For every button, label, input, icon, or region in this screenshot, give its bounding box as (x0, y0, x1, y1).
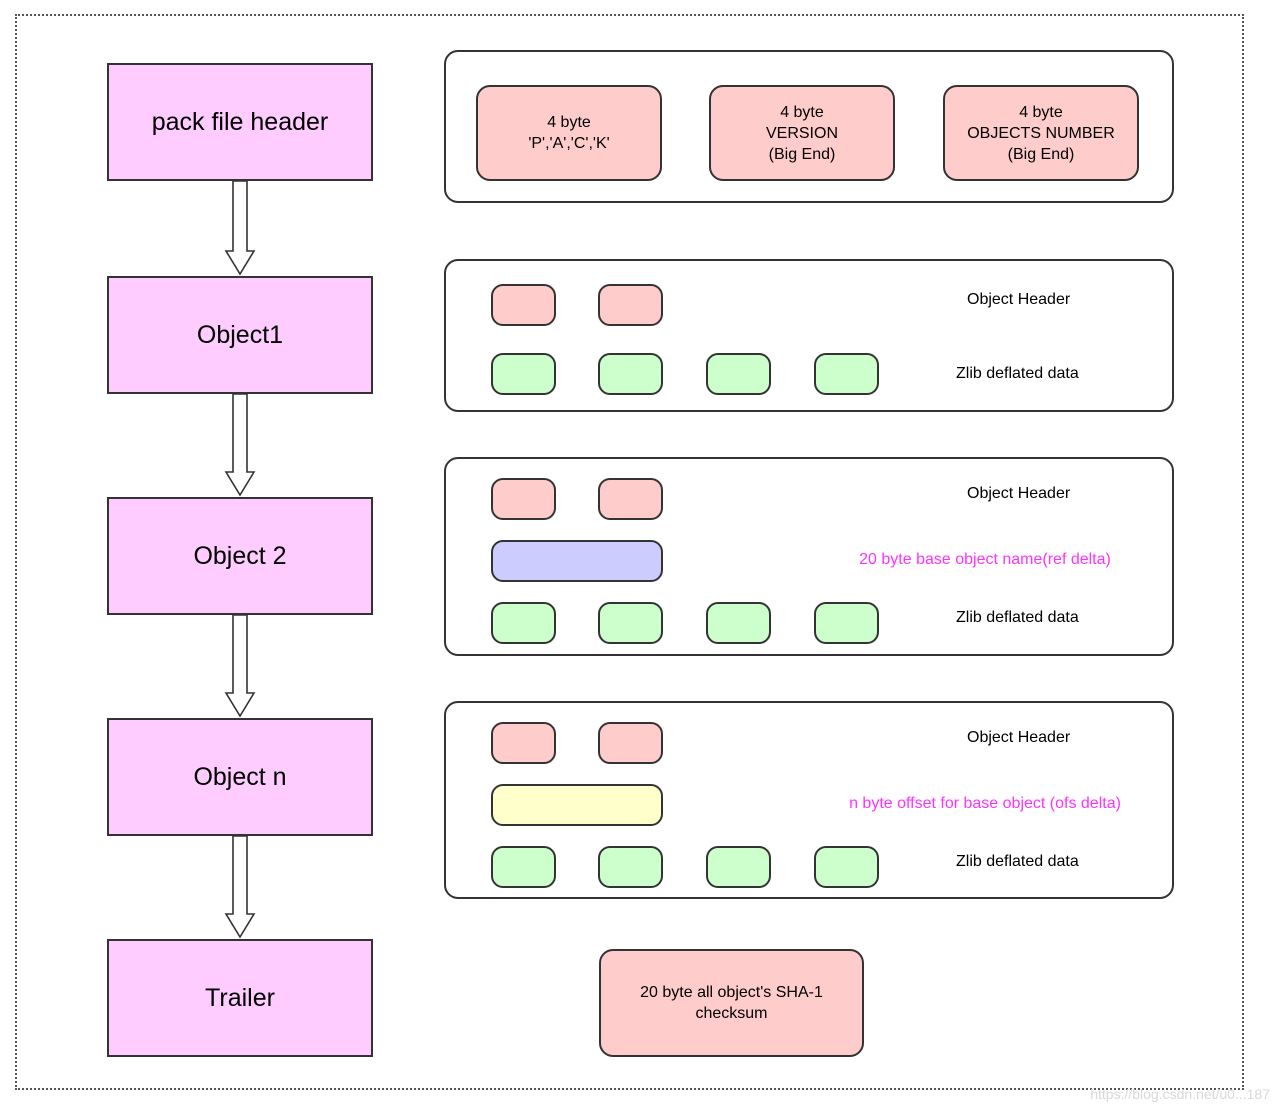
trailer-checksum-box: 20 byte all object's SHA-1 checksum (599, 949, 864, 1057)
object2-data-label: Zlib deflated data (956, 609, 1079, 626)
object1-data-cell-3 (706, 353, 771, 395)
object1-data-cell-4 (814, 353, 879, 395)
object2-data-cell-2 (598, 602, 663, 644)
object2-header-cell-1 (491, 478, 556, 520)
objectn-header-cell-2 (598, 722, 663, 764)
objectn-block: Object n (107, 718, 373, 836)
objectn-ofs-cell (491, 784, 663, 826)
arrow-down-2 (224, 394, 256, 497)
object2-ref-cell (491, 540, 663, 582)
object1-panel (444, 259, 1174, 412)
object1-data-label: Zlib deflated data (956, 365, 1079, 382)
object1-header-cell-2 (598, 284, 663, 326)
objectn-ofs-label: n byte offset for base object (ofs delta… (849, 795, 1121, 812)
arrow-down-3 (224, 615, 256, 718)
objectn-data-cell-4 (814, 846, 879, 888)
pack-file-header-block: pack file header (107, 63, 373, 181)
object2-header-label: Object Header (967, 485, 1071, 502)
objectn-data-cell-1 (491, 846, 556, 888)
object2-ref-label: 20 byte base object name(ref delta) (859, 551, 1111, 568)
version-field: 4 byte VERSION (Big End) (709, 85, 895, 181)
arrow-down-4 (224, 836, 256, 939)
objectn-data-cell-3 (706, 846, 771, 888)
object1-header-label: Object Header (967, 291, 1071, 308)
object2-data-cell-1 (491, 602, 556, 644)
object1-header-cell-1 (491, 284, 556, 326)
objects-number-field: 4 byte OBJECTS NUMBER (Big End) (943, 85, 1139, 181)
watermark-text: https://blog.csdn.net/u0...187 (1090, 1086, 1270, 1102)
object2-data-cell-4 (814, 602, 879, 644)
trailer-block: Trailer (107, 939, 373, 1057)
object2-header-cell-2 (598, 478, 663, 520)
diagram-frame (15, 14, 1244, 1090)
object2-data-cell-3 (706, 602, 771, 644)
object1-data-cell-2 (598, 353, 663, 395)
object2-block: Object 2 (107, 497, 373, 615)
signature-field: 4 byte 'P','A','C','K' (476, 85, 662, 181)
object1-block: Object1 (107, 276, 373, 394)
objectn-header-cell-1 (491, 722, 556, 764)
objectn-header-label: Object Header (967, 729, 1071, 746)
objectn-data-label: Zlib deflated data (956, 853, 1079, 870)
objectn-data-cell-2 (598, 846, 663, 888)
object1-data-cell-1 (491, 353, 556, 395)
arrow-down-1 (224, 181, 256, 276)
object2-panel (444, 457, 1174, 656)
